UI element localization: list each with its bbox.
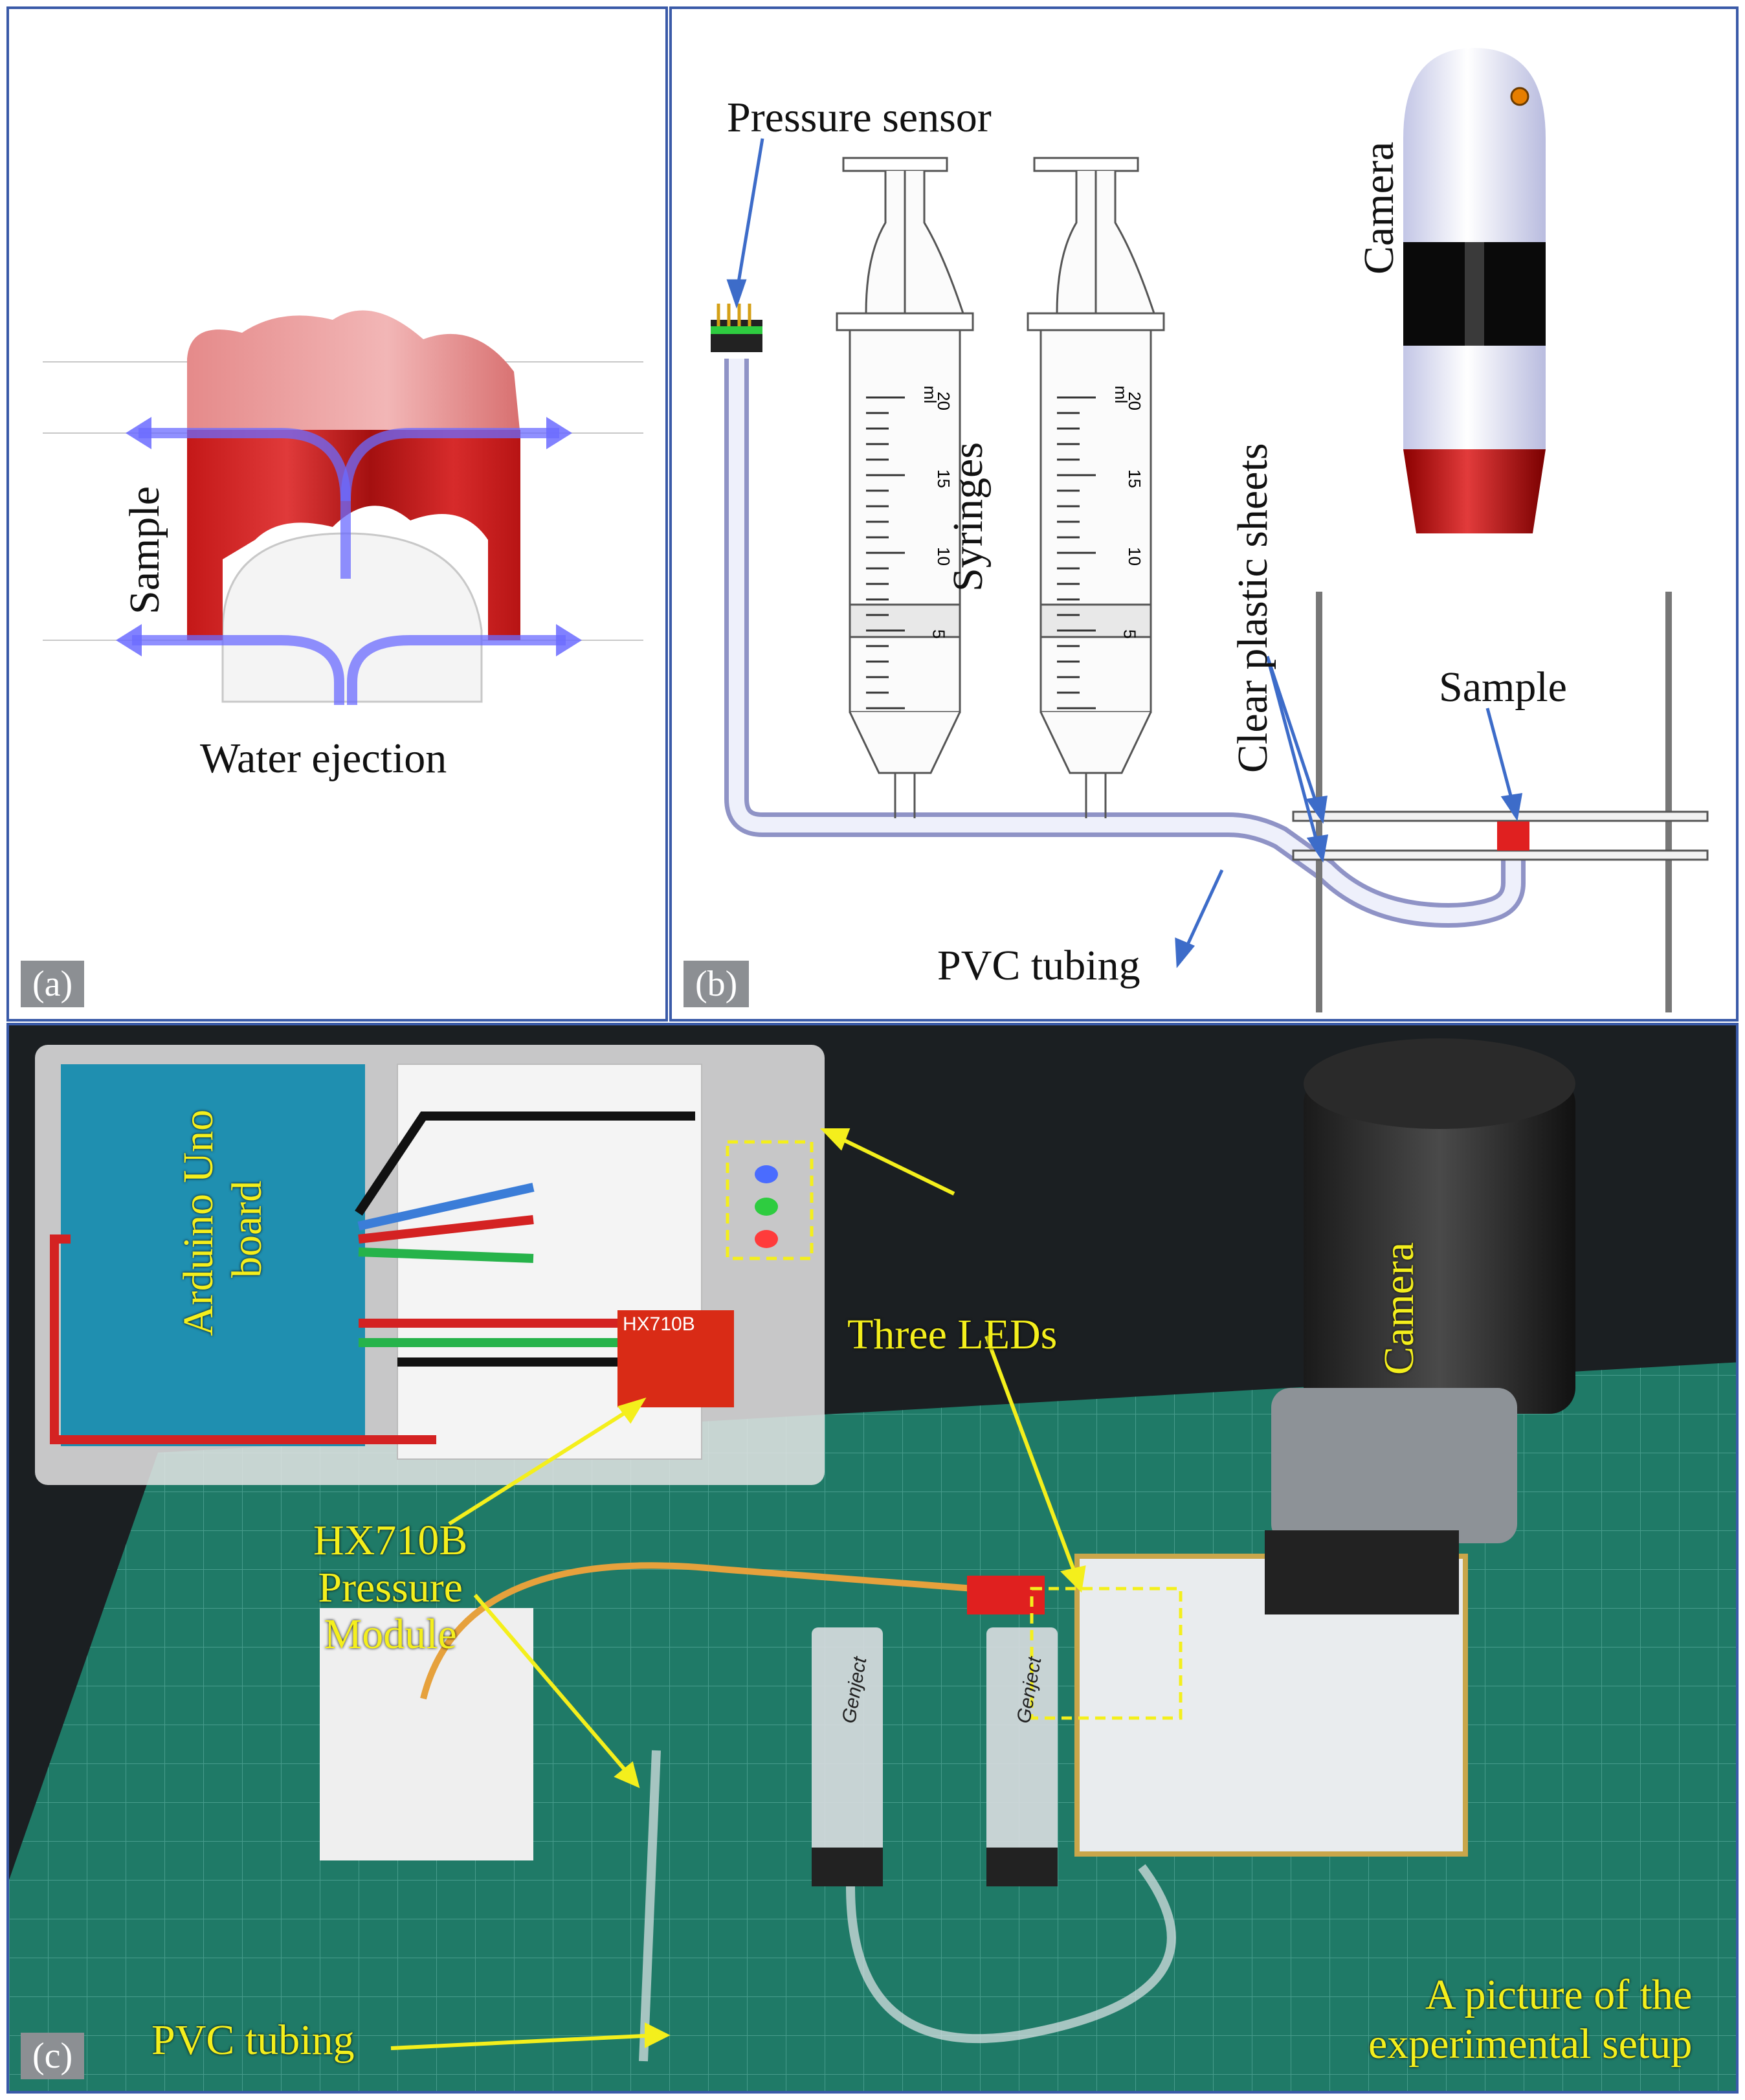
syringe-scale-label: 5 (1120, 629, 1140, 639)
label-camera-c: Camera (1375, 1242, 1423, 1375)
label-sample-a: Sample (121, 486, 168, 614)
label-sample-b: Sample (1439, 664, 1567, 711)
panel-b: Pressure sensor Syringes Camera Clear pl… (669, 6, 1739, 1022)
syringe-scale-label: 15 (1124, 469, 1144, 488)
syringe-scale-label: 10 (933, 547, 953, 566)
label-water-ejection: Water ejection (200, 735, 447, 782)
panel-a-figure (43, 310, 643, 705)
arduino-board (61, 1064, 365, 1446)
label-arduino-board: board (223, 1180, 271, 1278)
photo-pvc-tubing (639, 1750, 1176, 2062)
inset-leds (755, 1165, 778, 1248)
label-three-leds: Three LEDs (847, 1311, 1058, 1358)
syringe-scale-ticks (866, 396, 1096, 709)
plastic-sheet-top (1292, 810, 1709, 822)
arrowhead-bottom-right (556, 624, 582, 656)
pressure-sensor-strip (711, 326, 762, 334)
flow-arrow-bottom-right (347, 635, 566, 705)
label-hx710b-module: HX710B Pressure Module (313, 1517, 467, 1659)
ribbon-cable (420, 1562, 974, 1700)
plastic-sheet-bottom (1292, 849, 1709, 861)
label-hx710b-line1: HX710B (313, 1517, 468, 1564)
label-setup-caption-line2: experimental setup (1368, 2020, 1693, 2068)
label-syringes: Syringes (944, 442, 992, 592)
hx710b-chip (617, 1310, 734, 1407)
arrowhead-top-right (546, 417, 572, 449)
label-hx710b-line2: Pressure (318, 1563, 463, 1611)
panel-tag-c: (c) (21, 2033, 85, 2079)
flow-arrow-top-right (340, 428, 559, 502)
annotation-arrows-c (390, 1128, 1086, 2050)
label-camera-b: Camera (1355, 141, 1403, 274)
arrowhead-bottom-left (116, 624, 142, 656)
label-hx710b-chip: HX710B (623, 1313, 695, 1335)
label-hx710b-line3: Module (324, 1611, 457, 1659)
syringe-scale-label: 15 (933, 469, 953, 488)
photo-led-highlight (1030, 1587, 1183, 1720)
label-setup-caption-line1: A picture of the (1425, 1971, 1693, 2018)
annotation-arrows-b (726, 138, 1523, 968)
ribbon-connector (967, 1576, 1045, 1614)
sample-top-surface (187, 310, 520, 436)
photo-camera (1265, 1038, 1575, 1614)
sample-piece-b (1497, 821, 1529, 851)
panel-c: Arduino Uno board HX710B Three LEDs Came… (6, 1023, 1739, 2094)
inset-led-highlight (726, 1140, 814, 1260)
flow-arrow-bottom-left (132, 635, 344, 705)
arrowhead-top-left (126, 417, 151, 449)
syringe-2 (1027, 157, 1165, 818)
lower-substrate-shape (221, 532, 483, 703)
label-arduino: Arduino Uno (174, 1110, 223, 1336)
pressure-sensor-pins (717, 304, 751, 326)
syringe-scale-label: 10 (1124, 547, 1144, 566)
panel-c-photo (9, 1038, 1736, 2091)
label-pvc-tubing-c: PVC tubing (151, 2016, 355, 2064)
syringe-scale-label: 5 (929, 629, 949, 639)
label-arduino-line1: Arduino Uno (175, 1109, 222, 1336)
syringe-scale-label: 20 (933, 392, 953, 410)
label-setup-caption: A picture of the experimental setup (1368, 1971, 1692, 2069)
label-clear-plastic-sheets: Clear plastic sheets (1229, 443, 1276, 773)
pvc-tube (729, 359, 1521, 924)
inset-wires (50, 1111, 695, 1444)
label-pvc-tubing-b: PVC tubing (937, 942, 1140, 989)
label-pressure-sensor: Pressure sensor (727, 94, 992, 141)
panel-tag-b: (b) (684, 961, 750, 1007)
sample-body (187, 430, 520, 640)
camera-model (1403, 48, 1546, 533)
syringe-scale-label: 20 (1124, 392, 1144, 410)
panel-tag-a: (a) (21, 961, 85, 1007)
panel-b-figure (711, 48, 1709, 1012)
small-breadboard (320, 1608, 533, 1860)
photo-syringes (812, 1627, 1058, 1886)
panel-a: Sample Water ejection (a) (6, 6, 668, 1022)
